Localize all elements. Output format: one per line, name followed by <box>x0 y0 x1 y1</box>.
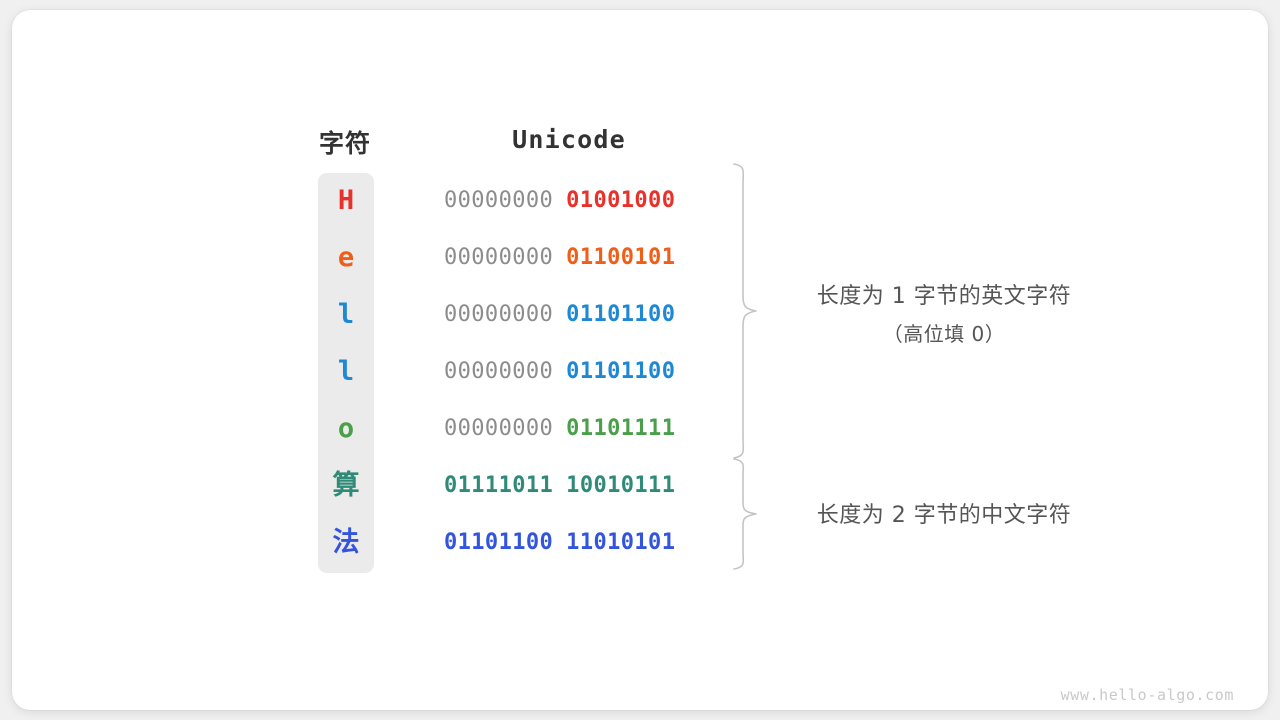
character-cell: 法 <box>332 527 360 558</box>
low-byte: 01001000 <box>566 188 676 213</box>
unicode-binary-row: 00000000 01101100 <box>444 300 704 330</box>
character-cell: l <box>337 356 355 387</box>
unicode-binary-row: 00000000 01101111 <box>444 414 704 444</box>
unicode-binary-row: 01111011 10010111 <box>444 471 704 501</box>
character-column-background <box>318 173 374 573</box>
column-header-unicode: Unicode <box>512 125 626 154</box>
annotation-2-byte: 长度为 2 字节的中文字符 <box>780 497 1108 529</box>
unicode-binary-row: 00000000 01001000 <box>444 186 704 216</box>
unicode-binary-row: 00000000 01100101 <box>444 243 704 273</box>
character-cell: o <box>337 413 355 444</box>
annotation-2-line1: 长度为 2 字节的中文字符 <box>816 503 1072 528</box>
high-byte: 00000000 <box>444 416 554 441</box>
character-cell: l <box>337 299 355 330</box>
high-byte: 00000000 <box>444 359 554 384</box>
annotation-1-line2: （高位填 0） <box>882 322 1006 346</box>
low-byte: 10010111 <box>566 473 676 498</box>
high-byte: 01111011 <box>444 473 554 498</box>
high-byte: 01101100 <box>444 530 554 555</box>
low-byte: 11010101 <box>566 530 676 555</box>
watermark: www.hello-algo.com <box>1060 686 1234 704</box>
low-byte: 01100101 <box>566 245 676 270</box>
brace-1-byte <box>733 163 757 459</box>
low-byte: 01101100 <box>566 302 676 327</box>
column-header-character: 字符 <box>318 130 371 158</box>
diagram-stage: 字符 Unicode H 00000000 01001000 e 00000000 011… <box>12 10 1268 710</box>
high-byte: 00000000 <box>444 188 554 213</box>
unicode-binary-row: 00000000 01101100 <box>444 357 704 387</box>
high-byte: 00000000 <box>444 245 554 270</box>
unicode-binary-row: 01101100 11010101 <box>444 528 704 558</box>
annotation-1-byte: 长度为 1 字节的英文字符 （高位填 0） <box>780 278 1108 347</box>
high-byte: 00000000 <box>444 302 554 327</box>
brace-2-byte <box>733 458 757 570</box>
character-cell: H <box>337 185 355 216</box>
diagram-card: 字符 Unicode H 00000000 01001000 e 00000000 011… <box>12 10 1268 710</box>
low-byte: 01101100 <box>566 359 676 384</box>
low-byte: 01101111 <box>566 416 676 441</box>
character-cell: 算 <box>332 470 360 501</box>
annotation-1-line1: 长度为 1 字节的英文字符 <box>816 284 1072 309</box>
character-cell: e <box>337 242 355 273</box>
